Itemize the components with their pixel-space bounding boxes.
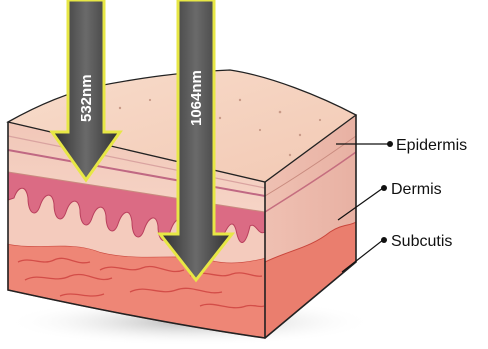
dermis-label: Dermis bbox=[391, 181, 442, 198]
dermis-dot bbox=[381, 185, 387, 191]
epidermis-dot bbox=[387, 141, 393, 147]
subcutis-label: Subcutis bbox=[391, 233, 452, 250]
beam-1064nm-label: 1064nm bbox=[188, 70, 205, 126]
epidermis-label: Epidermis bbox=[396, 137, 467, 154]
label-subcutis: Subcutis bbox=[342, 233, 452, 272]
beam-532nm-label: 532nm bbox=[78, 74, 95, 122]
subcutis-dot bbox=[381, 237, 387, 243]
